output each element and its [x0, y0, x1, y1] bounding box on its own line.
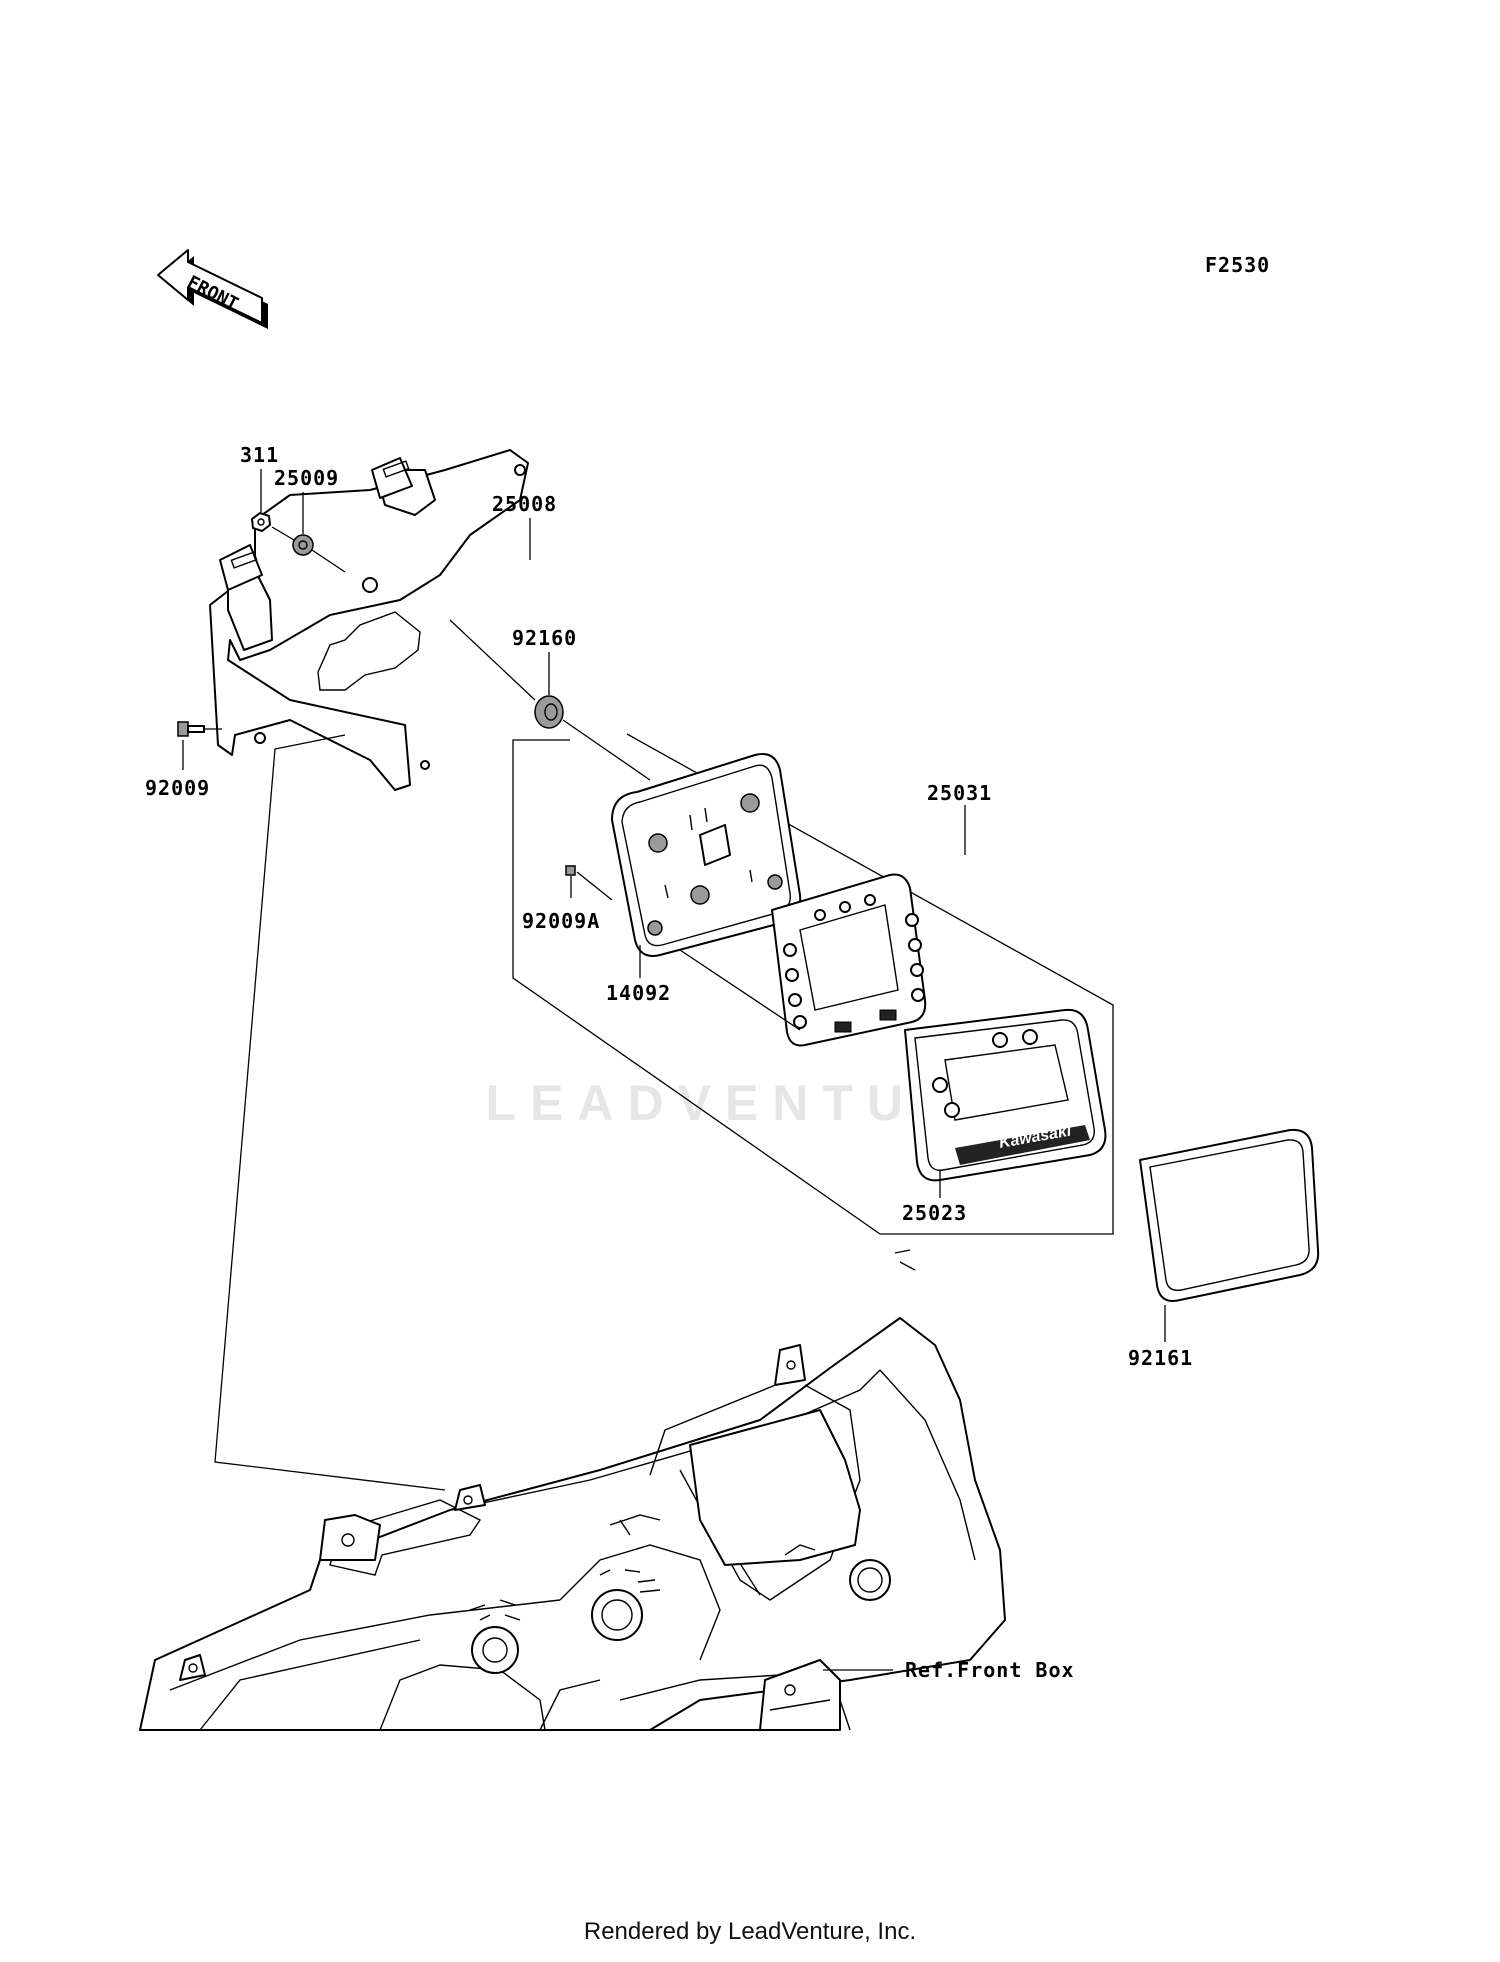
part-label-25023: 25023 — [902, 1201, 967, 1225]
footer-credit: Rendered by LeadVenture, Inc. — [583, 1918, 917, 1945]
part-label-92161: 92161 — [1128, 1346, 1193, 1370]
part-label-25031: 25031 — [927, 781, 992, 805]
front-box-panel: Ref.Front Box — [139, 1249, 1075, 1731]
ref-label: Ref.Front Box — [905, 1658, 1075, 1682]
front-arrow-icon: FRONT — [157, 249, 268, 329]
part-label-92009: 92009 — [145, 776, 210, 800]
meter-case — [611, 753, 802, 957]
part-label-14092: 14092 — [606, 981, 671, 1005]
screw-92009a: 92009A — [522, 865, 613, 933]
meter-bracket — [209, 449, 529, 791]
nut-311: 311 — [240, 443, 279, 532]
part-label-92160: 92160 — [512, 626, 577, 650]
diagram-code: F2530 — [1205, 253, 1270, 277]
part-label-92009a: 92009A — [522, 909, 600, 933]
lens-frame — [679, 873, 927, 1047]
washer-25009: 25009 — [271, 466, 346, 573]
seal-92161: 92161 — [1128, 1128, 1320, 1370]
part-label-25009: 25009 — [274, 466, 339, 490]
screw-92009: 92009 — [145, 721, 222, 800]
meter-cover: Kawasaki 25023 — [902, 1008, 1107, 1225]
part-label-25008: 25008 — [492, 492, 557, 516]
grommet-92160: 92160 — [449, 619, 651, 781]
part-label-311: 311 — [240, 443, 279, 467]
